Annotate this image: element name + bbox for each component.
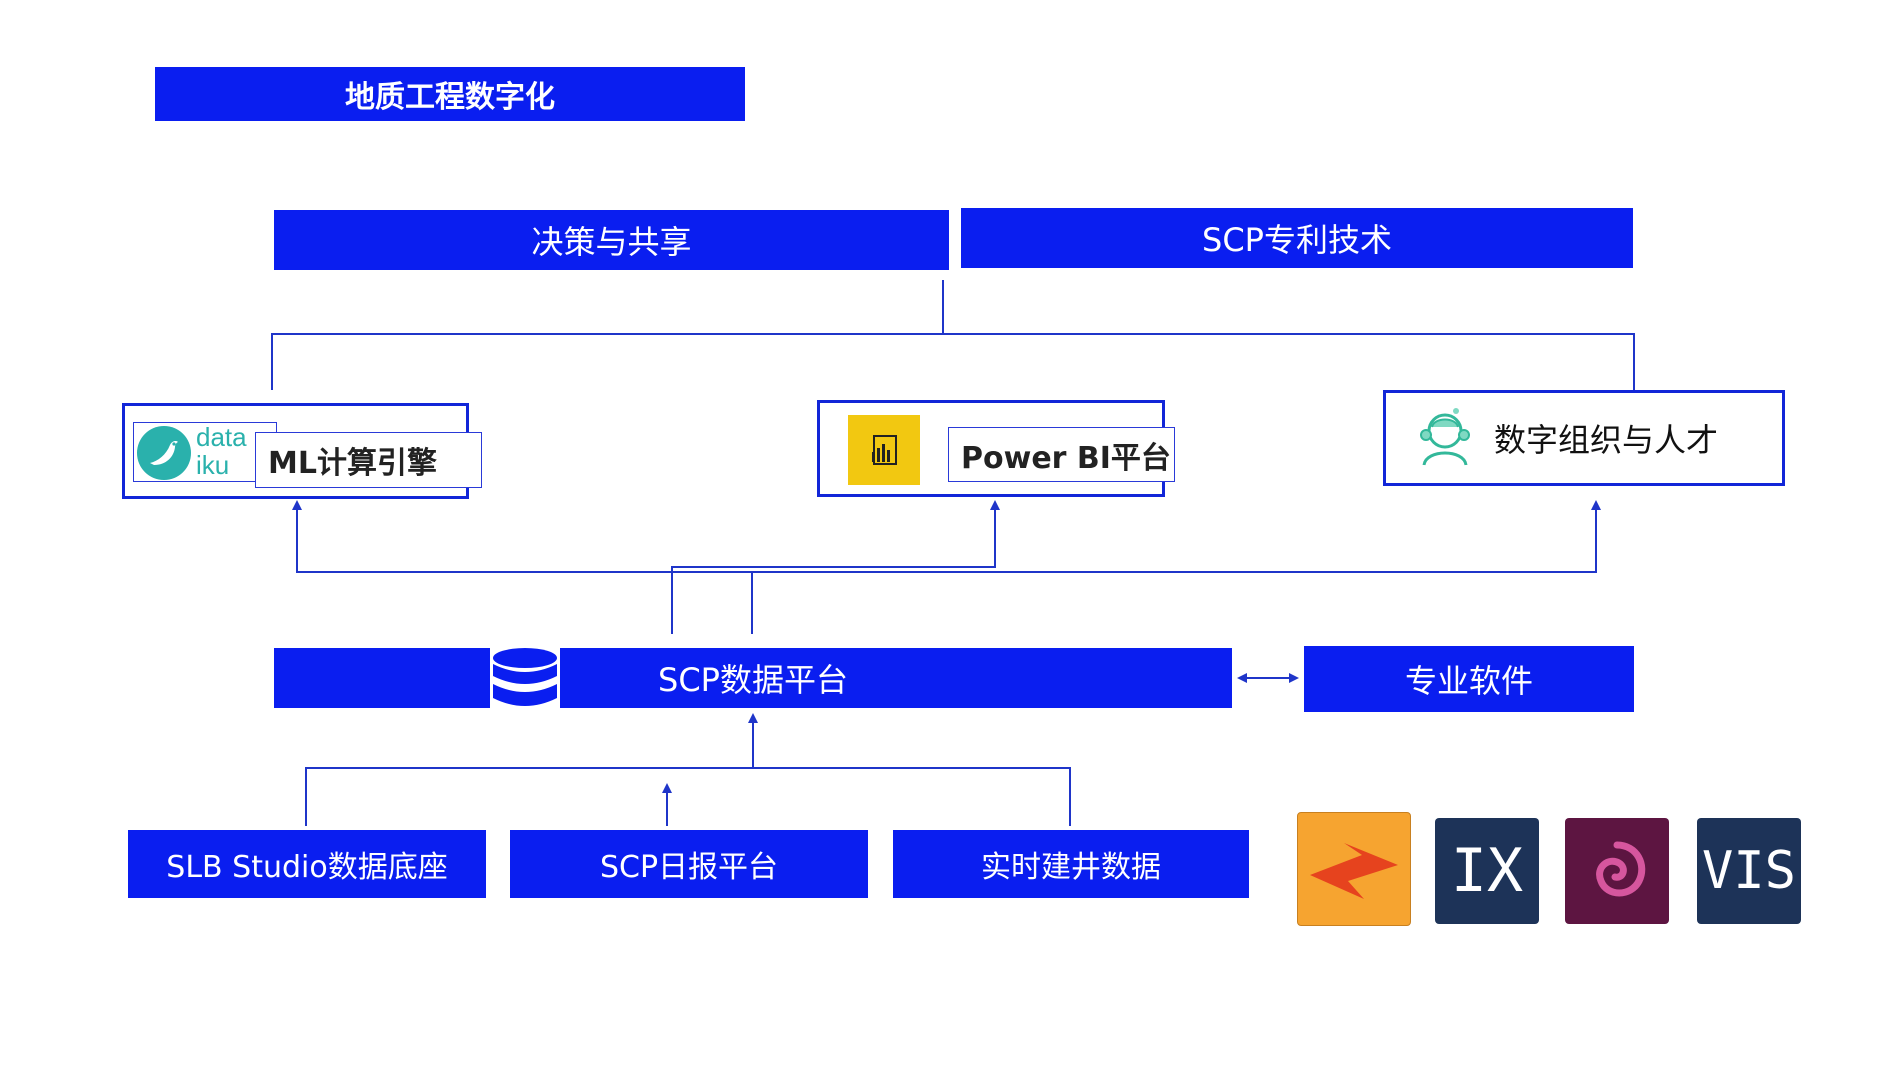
powerbi-box: Power BI平台 <box>817 400 1175 497</box>
page-title-text: 地质工程数字化 <box>345 80 555 115</box>
ix-icon-label: IX <box>1450 836 1524 906</box>
scp-patent-label: SCP专利技术 <box>1202 221 1392 259</box>
dataiku-line2: iku <box>196 450 230 480</box>
ix-icon: IX <box>1435 818 1539 924</box>
powerbi-icon <box>848 415 920 485</box>
professional-software-box: 专业软件 <box>1304 646 1634 712</box>
dataiku-wordmark: data iku <box>196 423 276 483</box>
source-slb-studio-box: SLB Studio数据底座 <box>128 830 486 898</box>
professional-software-label: 专业软件 <box>1404 662 1533 700</box>
source-scp-daily-label: SCP日报平台 <box>599 850 779 885</box>
digital-talent-box: 数字组织与人才 <box>1383 390 1785 486</box>
scp-data-platform-box: SCP数据平台 <box>274 648 1232 708</box>
ml-engine-label: ML计算引擎 <box>268 446 437 481</box>
database-icon <box>490 646 560 712</box>
source-scp-daily-box: SCP日报平台 <box>510 830 868 898</box>
dataiku-line1: data <box>196 422 247 452</box>
page-title: 地质工程数字化 <box>155 67 745 121</box>
source-realtime-box: 实时建井数据 <box>893 830 1249 898</box>
source-realtime-label: 实时建井数据 <box>981 850 1161 885</box>
decision-sharing-box: 决策与共享 <box>274 210 949 270</box>
scp-patent-box: SCP专利技术 <box>961 208 1633 268</box>
decision-sharing-label: 决策与共享 <box>531 223 692 261</box>
digital-talent-label: 数字组织与人才 <box>1494 421 1719 459</box>
dataiku-bird-icon <box>137 426 191 480</box>
ml-engine-label-box: ML计算引擎 <box>255 432 482 488</box>
talent-avatar-icon <box>1420 408 1470 466</box>
scp-data-platform-label: SCP数据平台 <box>658 661 848 699</box>
dataiku-logo: data iku <box>133 422 277 482</box>
powerbi-label-box: Power BI平台 <box>948 427 1175 482</box>
vis-icon-label: VIS <box>1702 841 1796 901</box>
source-slb-studio-label: SLB Studio数据底座 <box>166 850 448 885</box>
swirl-icon <box>1565 818 1669 924</box>
ml-engine-box: data iku ML计算引擎 <box>122 403 482 499</box>
powerbi-label: Power BI平台 <box>961 440 1171 476</box>
petrel-icon <box>1297 812 1411 926</box>
vis-icon: VIS <box>1697 818 1801 924</box>
